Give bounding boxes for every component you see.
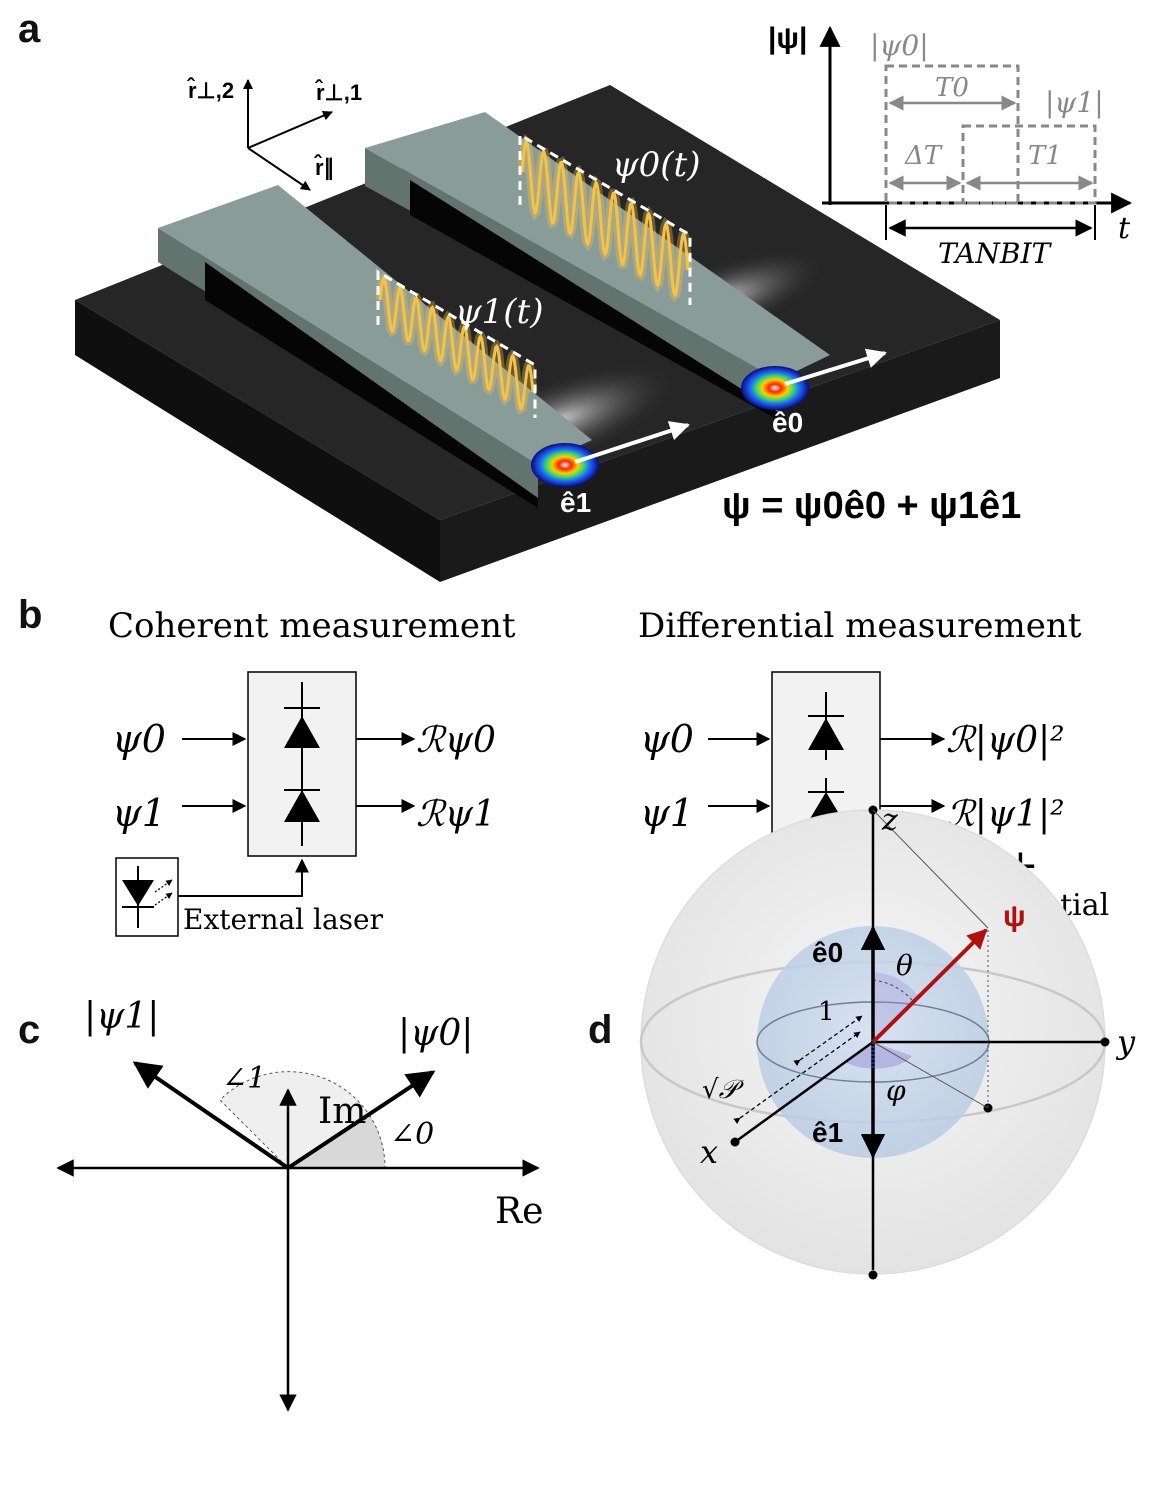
panel-letter-a: a <box>18 7 41 51</box>
coherent-out1: ℛψ1 <box>416 794 496 835</box>
wave-packet-0 <box>517 134 693 303</box>
theta-label: θ <box>896 949 913 982</box>
wave1-trace <box>378 276 535 411</box>
laser-diode-icon <box>122 880 154 906</box>
timing-y-label: |ψ| <box>768 22 807 55</box>
wave1-label: ψ1(t) <box>455 292 544 332</box>
laser-emission-1 <box>154 879 173 893</box>
coherent-in0: ψ0 <box>112 717 166 761</box>
unit-length-label: 1 <box>818 997 835 1027</box>
differential-in0: ψ0 <box>640 717 694 761</box>
propagation-arrow-0 <box>784 348 887 386</box>
superposition-equation: ψ = ψ0ê0 + ψ1ê1 <box>722 485 1021 527</box>
T-total-label: TANBIT <box>938 237 1053 270</box>
coherent-photodiodes <box>284 682 320 846</box>
pulse-0-box <box>884 64 1020 205</box>
coherent-in1: ψ1 <box>112 791 166 835</box>
pulse-1-box <box>961 124 1097 205</box>
T1-label: T1 <box>1028 141 1062 171</box>
psi-arrow <box>871 928 988 1044</box>
psi1-label: |ψ1| <box>84 996 159 1037</box>
pulse-1-label: |ψ1| <box>1045 86 1104 119</box>
re-label: Re <box>495 1191 543 1232</box>
psi1-phasor <box>132 1061 290 1170</box>
wave0-trace <box>520 139 690 298</box>
coherent-diode-top-icon <box>284 716 320 748</box>
axis-par-arrow <box>247 147 311 191</box>
propagation-arrow-1 <box>574 421 690 464</box>
wave-packet-1 <box>375 271 538 415</box>
mode1-label: ê1 <box>560 487 591 518</box>
sqrtP-length-arrow <box>733 1031 861 1125</box>
axis-perp1-arrow <box>247 110 333 149</box>
laser-feed-line <box>178 858 309 897</box>
dT-label: ΔT <box>904 141 943 171</box>
psi-to-z-guide <box>872 809 989 929</box>
psi0-label: |ψ0| <box>398 1013 473 1054</box>
timing-x-label: t <box>1118 211 1131 246</box>
wave0-label: ψ0(t) <box>612 145 701 185</box>
coherent-title: Coherent measurement <box>108 606 516 646</box>
theta-wedge <box>873 972 918 1042</box>
chip-3d: ψ0(t) ψ1(t) ê1 ê0 <box>75 85 1000 582</box>
angle0-label: ∠0 <box>390 1117 434 1152</box>
phasor-diagram: Im Re |ψ0| |ψ1| ∠0 ∠1 <box>56 996 543 1412</box>
coordinate-triad: r̂⊥,2 r̂⊥,1 r̂∥ <box>187 77 362 191</box>
T0-label: T0 <box>935 73 969 103</box>
panel-letter-d: d <box>588 1008 612 1052</box>
e1-label: ê1 <box>812 1117 843 1148</box>
im-label: Im <box>318 1091 366 1132</box>
waveguide-1-top <box>158 185 592 465</box>
coherent-out0: ℛψ0 <box>416 720 496 761</box>
panel-letter-c: c <box>18 1008 40 1052</box>
differential-out1: ℛ|ψ1|² <box>946 794 1065 835</box>
axis-par-label: r̂∥ <box>314 154 335 181</box>
mode-profile-0 <box>741 366 809 410</box>
z-label: z <box>881 803 898 838</box>
psi-label: ψ <box>1003 900 1026 933</box>
timing-diagram: |ψ| t |ψ0| |ψ1| T0 ΔT T1 TANBIT <box>768 22 1133 270</box>
waveguide-1-front <box>158 228 538 498</box>
x-label: x <box>700 1133 718 1171</box>
mode-profile-1 <box>531 443 599 487</box>
bloch-sphere: z y x ψ ê0 ê1 θ φ 1 √𝒫 <box>639 803 1136 1280</box>
differential-in1: ψ1 <box>640 791 694 835</box>
differential-out0: ℛ|ψ0|² <box>946 720 1065 761</box>
y-point <box>1100 1037 1110 1047</box>
waveguide-0-front <box>365 148 778 412</box>
wave-envelope-1 <box>376 269 537 418</box>
phi-label: φ <box>886 1074 906 1107</box>
wave-envelope-0 <box>518 132 692 305</box>
laser-label: External laser <box>183 903 384 936</box>
angle1-label: ∠1 <box>222 1061 266 1096</box>
differential-title: Differential measurement <box>638 606 1082 646</box>
waveguide-1-shadow <box>205 262 538 508</box>
coherent-measurement: Coherent measurement ψ0 ψ1 ℛψ0 ℛψ1 Exter… <box>108 606 516 937</box>
coherent-diode-bottom-icon <box>284 790 320 822</box>
y-label: y <box>1115 1023 1136 1061</box>
panel-letter-b: b <box>18 593 42 637</box>
axis-perp1-label: r̂⊥,1 <box>315 79 362 105</box>
chip-top-face <box>75 85 1000 520</box>
projection-guide <box>872 1041 989 1109</box>
waveguide-0-shadow <box>410 180 778 420</box>
mode0-label: ê0 <box>772 407 803 438</box>
laser-emission-2 <box>154 892 173 906</box>
bottom-point <box>868 1270 878 1280</box>
chip-right-face <box>440 320 1000 582</box>
axis-perp2-label: r̂⊥,2 <box>187 77 234 103</box>
pulse-0-label: |ψ0| <box>870 29 929 62</box>
psi0-phasor <box>286 1070 436 1170</box>
e0-label: ê0 <box>812 937 843 968</box>
x-point <box>730 1137 740 1147</box>
differential-diode-top-icon <box>808 718 844 750</box>
laser-box <box>115 857 179 937</box>
waveguide-0-top <box>365 112 830 380</box>
chip-front-face <box>75 300 440 582</box>
